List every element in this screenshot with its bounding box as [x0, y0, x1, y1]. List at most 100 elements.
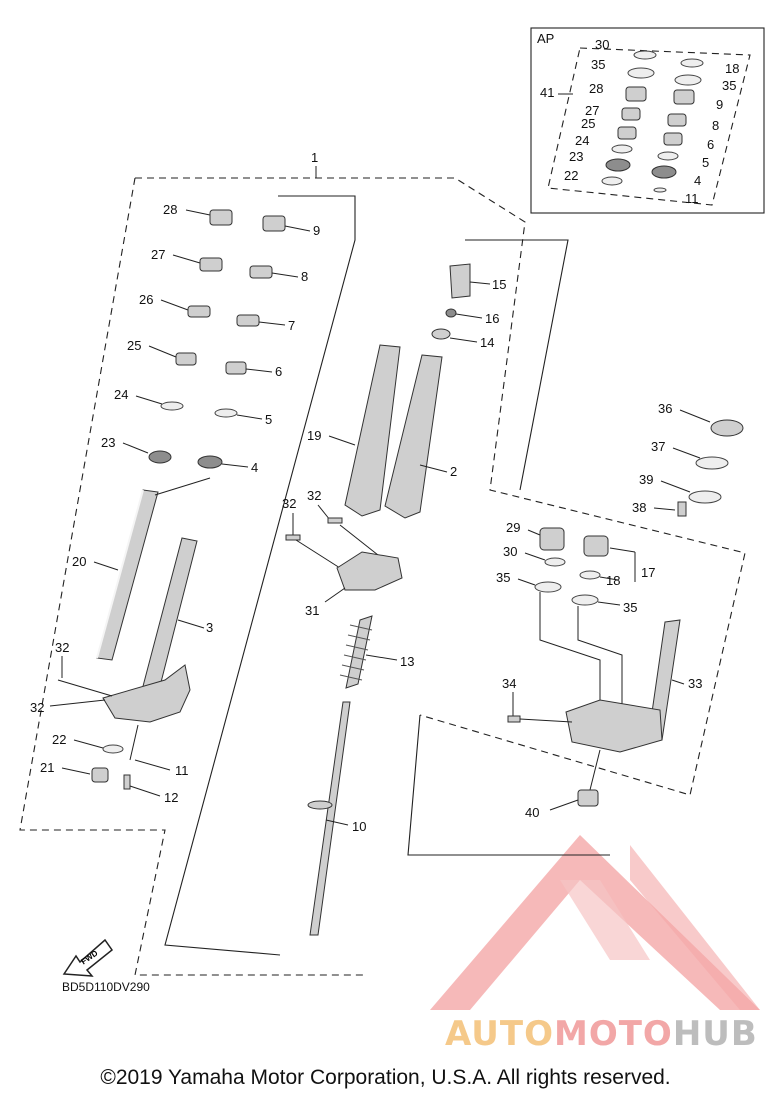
- cap-15-part: [449, 263, 471, 299]
- callout-number-37: 37: [651, 439, 665, 454]
- bolt-12-part: [123, 774, 131, 790]
- bushing-9-part: [673, 89, 695, 105]
- diagram-code: BD5D110DV290: [62, 980, 150, 994]
- bolt-32b-part: [327, 517, 343, 524]
- spring-13-part: [345, 615, 373, 689]
- callout-number-4: 4: [694, 173, 701, 188]
- callout-number-11: 11: [685, 191, 699, 206]
- bolt-34-part: [507, 715, 521, 723]
- callout-number-27: 27: [585, 103, 599, 118]
- callout-number-33: 33: [688, 676, 702, 691]
- bushing-17-part: [583, 535, 609, 557]
- main-assembly-outline: 1: [19, 150, 746, 976]
- bushing-6-part: [663, 132, 683, 146]
- callout-number-30: 30: [595, 37, 609, 52]
- callout-number-36: 36: [658, 401, 672, 416]
- callout-number-15: 15: [492, 277, 506, 292]
- callout-number-28: 28: [163, 202, 177, 217]
- seal-23-part: [605, 158, 631, 172]
- inner-tube-20-part: [96, 489, 159, 661]
- bushing-8-part: [667, 113, 687, 127]
- clip-5-part: [657, 151, 679, 161]
- seal-35-part: [627, 67, 655, 79]
- callout-number-41: 41: [540, 85, 554, 100]
- bushing-25-part: [617, 126, 637, 140]
- seal-35-part: [534, 581, 562, 593]
- o-ring-18-part: [680, 58, 704, 68]
- callout-number-9: 9: [313, 223, 320, 238]
- copyright-notice: ©2019 Yamaha Motor Corporation, U.S.A. A…: [100, 1066, 671, 1089]
- callout-number-32: 32: [30, 700, 44, 715]
- nut-14-part: [431, 328, 451, 340]
- callout-number-6: 6: [707, 137, 714, 152]
- callout-number-35: 35: [623, 600, 637, 615]
- race-37-part: [695, 456, 729, 470]
- callout-number-35: 35: [496, 570, 510, 585]
- callout-number-11: 11: [175, 763, 189, 778]
- kit-box-ap: AP 41 30 35 28 27 25 24 23 22 18 35 9 8 …: [530, 27, 765, 214]
- callout-number-35: 35: [722, 78, 736, 93]
- callout-number-9: 9: [716, 97, 723, 112]
- callout-number-21: 21: [40, 760, 54, 775]
- callout-number-25: 25: [581, 116, 595, 131]
- center-parts: 15 16 14 19 2 32 32 31 13 10: [282, 263, 506, 936]
- callout-number-2: 2: [450, 464, 457, 479]
- callout-number-19: 19: [307, 428, 321, 443]
- seal-23-part: [148, 450, 172, 464]
- washer-11-part: [653, 187, 667, 193]
- bolt-32-part: [285, 534, 301, 541]
- callout-number-5: 5: [265, 412, 272, 427]
- fwd-arrow: FWD: [62, 938, 114, 977]
- callout-number-31: 31: [305, 603, 319, 618]
- kit-label: AP: [537, 31, 554, 46]
- callout-number-32: 32: [307, 488, 321, 503]
- callout-number-23: 23: [101, 435, 115, 450]
- callout-number-28: 28: [589, 81, 603, 96]
- callout-number-3: 3: [206, 620, 213, 635]
- callout-number-29: 29: [506, 520, 520, 535]
- damper-piston-part: [307, 800, 333, 810]
- cap-40-part: [577, 789, 599, 807]
- seal-35b-part: [674, 74, 702, 86]
- bushing-27-part: [199, 257, 223, 272]
- callout-number-24: 24: [114, 387, 128, 402]
- callout-number-38: 38: [632, 500, 646, 515]
- callout-number-16: 16: [485, 311, 499, 326]
- callout-number-20: 20: [72, 554, 86, 569]
- watermark-logo: [430, 835, 760, 1010]
- callout-number-26: 26: [139, 292, 153, 307]
- under-bracket-part: [565, 699, 663, 753]
- bushing-28-part: [625, 86, 647, 102]
- callout-number-35: 35: [591, 57, 605, 72]
- callout-number-25: 25: [127, 338, 141, 353]
- o-ring-30-part: [633, 50, 657, 60]
- washer-22-part: [601, 176, 623, 186]
- callout-number-24: 24: [575, 133, 589, 148]
- clip-5-part: [214, 408, 238, 418]
- bushing-25-part: [175, 352, 197, 366]
- o-ring-18-part: [579, 570, 601, 580]
- watermark-text: AUTOMOTOHUB: [445, 1014, 758, 1054]
- damper-rod-10-part: [309, 701, 351, 936]
- bushing-26-part: [187, 305, 211, 318]
- o-ring-16-part: [445, 308, 457, 318]
- bushing-27-part: [621, 107, 641, 121]
- callout-number-13: 13: [400, 654, 414, 669]
- callout-number-12: 12: [164, 790, 178, 805]
- callout-number-7: 7: [288, 318, 295, 333]
- svg-text:AUTOMOTOHUB: AUTOMOTOHUB: [445, 1014, 758, 1054]
- outer-tube-19-part: [344, 344, 401, 517]
- callout-number-34: 34: [502, 676, 516, 691]
- callout-number-27: 27: [151, 247, 165, 262]
- callout-number-10: 10: [352, 819, 366, 834]
- bushing-28-part: [209, 209, 233, 226]
- outer-tube-2-part: [384, 354, 443, 519]
- bushing-6-part: [225, 361, 247, 375]
- callout-number-23: 23: [569, 149, 583, 164]
- bushing-9-part: [262, 215, 286, 232]
- inner-tube-3-part: [141, 537, 198, 695]
- callout-number-32: 32: [282, 496, 296, 511]
- axle-bracket-part: [102, 664, 191, 723]
- callout-number-4: 4: [251, 460, 258, 475]
